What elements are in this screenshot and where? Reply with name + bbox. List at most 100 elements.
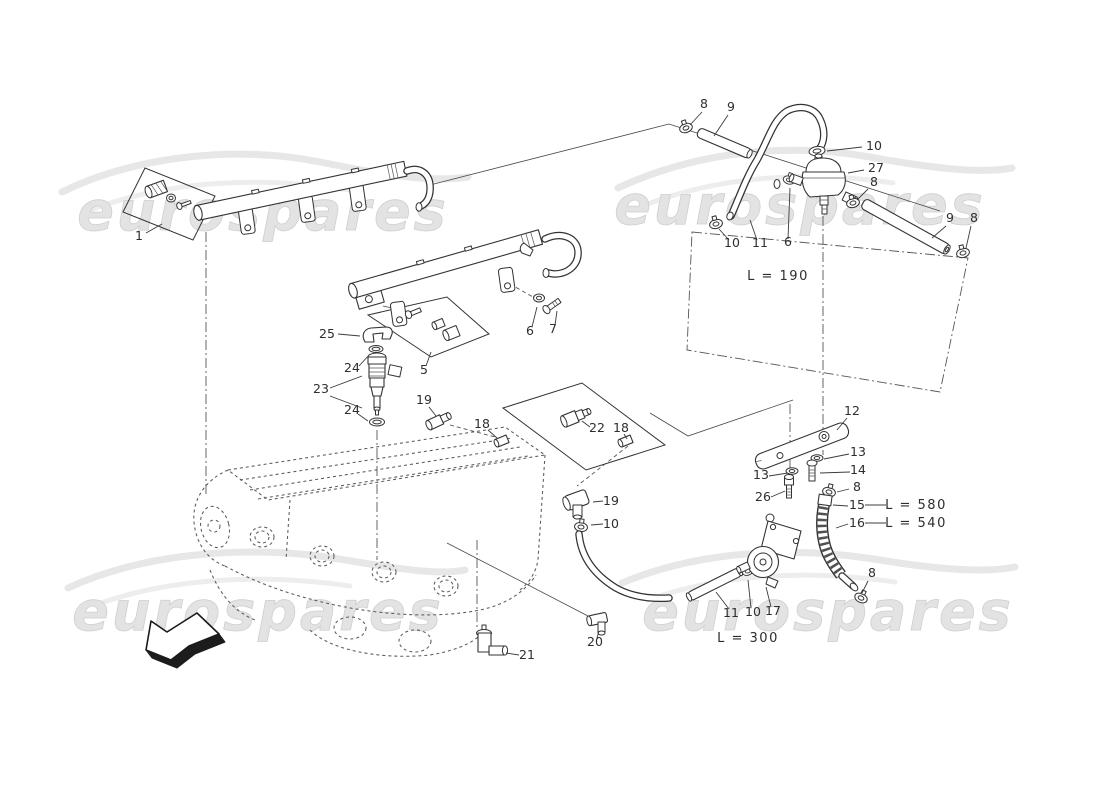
part-number-callout: 24 (344, 402, 360, 417)
banjo-washer (808, 145, 826, 157)
callout-leader-line (965, 225, 972, 249)
fuel-rail-2 (348, 229, 582, 327)
bushing (442, 324, 461, 342)
injector-clip (362, 326, 393, 343)
fuel-pipe (861, 199, 951, 255)
mounting-bracket (754, 422, 850, 470)
hose-clamp (573, 517, 590, 533)
screw (784, 474, 794, 499)
part-number-callout: 10 (724, 235, 740, 250)
watermark-text: eurospares (77, 180, 448, 243)
callout-leader-line (836, 488, 850, 493)
nut (533, 293, 545, 303)
elbow-fitting-21 (476, 624, 509, 656)
part-number-callout: 12 (844, 403, 860, 418)
part-number-callout: 19 (603, 493, 619, 508)
panel-unions (501, 382, 667, 471)
callout-leader-line (425, 351, 432, 367)
o-ring (369, 417, 385, 427)
part-number-callout: 8 (853, 479, 861, 494)
part-number-callout: 24 (344, 360, 360, 375)
dimension-label: L = 190 (747, 269, 809, 284)
part-number-callout: 8 (700, 96, 708, 111)
fuel-injector (367, 352, 403, 416)
callout-leader-line (581, 420, 591, 428)
construction-lines (122, 123, 969, 628)
callout-leader-line (623, 433, 628, 440)
callout-leader-line (931, 225, 947, 239)
part-number-callout: 9 (946, 210, 954, 225)
part-number-callout: 13 (753, 467, 769, 482)
part-number-callout: 11 (752, 235, 768, 250)
direction-arrow-icon (145, 612, 226, 669)
callout-leader-line (836, 417, 848, 431)
rail2-mounting-parts (404, 293, 562, 342)
callout-leader-line (590, 523, 604, 526)
union-fitting (144, 179, 169, 199)
part-number-callout: 25 (319, 326, 335, 341)
part-number-callout: 23 (313, 381, 329, 396)
callout-leader-line (689, 111, 703, 126)
part-number-callout: 21 (519, 647, 535, 662)
callout-leader-line (505, 652, 520, 656)
union-fitting (560, 408, 592, 428)
part-number-callout: 1 (135, 228, 143, 243)
bushing (431, 317, 446, 331)
watermark-text: eurospares (72, 580, 443, 643)
injector-assembly (362, 326, 403, 427)
callout-leader-line (713, 114, 729, 137)
part-number-callout: 6 (784, 234, 792, 249)
part-number-callout: 8 (868, 565, 876, 580)
rail-clip (519, 242, 534, 257)
dimension-label: L = 580 (885, 498, 947, 513)
part-number-callout: 8 (970, 210, 978, 225)
screw (404, 307, 422, 319)
bracket-assembly (754, 422, 871, 606)
fuel-pipe (696, 128, 753, 159)
callout-leader-line (329, 375, 363, 389)
rail1-fittings (144, 179, 192, 210)
dimension-label: L = 540 (885, 516, 947, 531)
callout-leader-line (787, 187, 791, 240)
callout-leader-line (770, 490, 786, 498)
callout-leader-line (749, 219, 758, 241)
callout-leader-line (592, 500, 604, 503)
union-fittings (425, 408, 634, 448)
panel-rail1-parts (122, 167, 216, 241)
o-ring (368, 345, 384, 353)
callout-leader-line (487, 429, 498, 439)
callout-leader-line (823, 453, 850, 460)
part-number-callout: 11 (723, 605, 739, 620)
part-number-callout: 22 (589, 420, 605, 435)
callout-leader-line (531, 306, 538, 328)
intake-manifold-ghost (193, 426, 547, 657)
dimension-label: L = 300 (717, 631, 779, 646)
fuel-damper (736, 513, 802, 589)
callout-leader-line (847, 169, 865, 174)
part-number-callout: 19 (416, 392, 432, 407)
callout-leader-line (819, 471, 851, 474)
part-number-callout: 5 (420, 362, 428, 377)
part-number-callout: 18 (613, 420, 629, 435)
callout-leader-line (718, 228, 730, 241)
plug-fitting (617, 434, 634, 448)
ribbed-hose (816, 493, 859, 592)
callout-leader-line (337, 333, 361, 337)
pump-assembly (562, 489, 802, 636)
callout-leader-line (357, 413, 369, 422)
part-number-callout: 15 (849, 497, 865, 512)
part-number-callout: 10 (603, 516, 619, 531)
reference-plane (686, 231, 969, 393)
callout-leader-line (832, 504, 849, 507)
callout-leader-line (596, 630, 600, 639)
callout-leader-line (826, 146, 863, 152)
part-number-callout: 16 (849, 515, 865, 530)
callout-leader-line (428, 406, 437, 417)
part-number-callout: 20 (587, 634, 603, 649)
callout-leader-line (835, 523, 849, 529)
part-number-callout: 27 (868, 160, 884, 175)
panel-rail2-parts (366, 296, 490, 358)
screw (176, 200, 192, 210)
